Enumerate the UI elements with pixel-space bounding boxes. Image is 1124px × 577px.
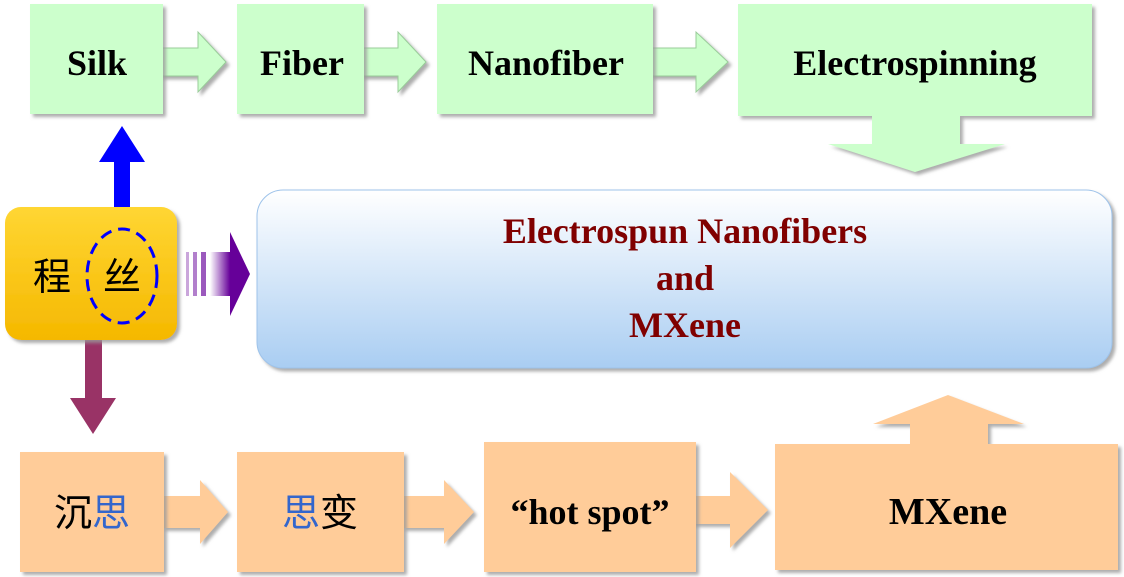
up-arrow (99, 126, 145, 232)
arrow-fiber-to-nanofiber (359, 30, 427, 94)
bottom-box-2-label: 思变 (282, 491, 358, 535)
arrow-hotspot-to-mxene (690, 472, 768, 548)
center-line-2: and (656, 258, 714, 298)
yellow-box-char-1: 程 (33, 255, 71, 299)
arrow-nanofiber-to-electrospinning (649, 30, 729, 94)
fiber-box (237, 4, 364, 114)
right-arrow-purple (186, 232, 250, 316)
center-line-1: Electrospun Nanofibers (503, 211, 867, 251)
electrospinning-box (738, 4, 1092, 172)
yellow-box (5, 207, 177, 340)
arrow-box1-to-box2 (162, 480, 228, 544)
down-arrow (70, 338, 116, 434)
mxene-label: MXene (889, 491, 1007, 533)
bottom-box-2-char-1: 思 (282, 491, 320, 535)
highlight-circle (85, 227, 159, 325)
nanofiber-label: Nanofiber (468, 43, 624, 83)
bottom-box-2-char-2: 变 (320, 491, 358, 535)
silk-box (30, 4, 163, 114)
bottom-box-1-char-2: 思 (92, 491, 130, 535)
center-box (256, 189, 1113, 369)
arrow-box2-to-hotspot (402, 480, 474, 544)
fiber-label: Fiber (260, 43, 344, 83)
bottom-box-2 (237, 452, 404, 572)
electrospinning-label: Electrospinning (793, 43, 1036, 83)
bottom-box-1-label: 沉思 (54, 491, 130, 535)
bottom-box-1 (20, 452, 164, 572)
nanofiber-box (437, 4, 653, 114)
hot-spot-box (484, 442, 696, 572)
yellow-box-char-2: 丝 (103, 255, 141, 299)
center-line-3: MXene (629, 305, 741, 345)
arrow-silk-to-fiber (159, 30, 227, 94)
bottom-box-1-char-1: 沉 (54, 491, 92, 535)
mxene-box (775, 395, 1118, 570)
hot-spot-label: “hot spot” (510, 492, 669, 532)
silk-label: Silk (67, 43, 127, 83)
